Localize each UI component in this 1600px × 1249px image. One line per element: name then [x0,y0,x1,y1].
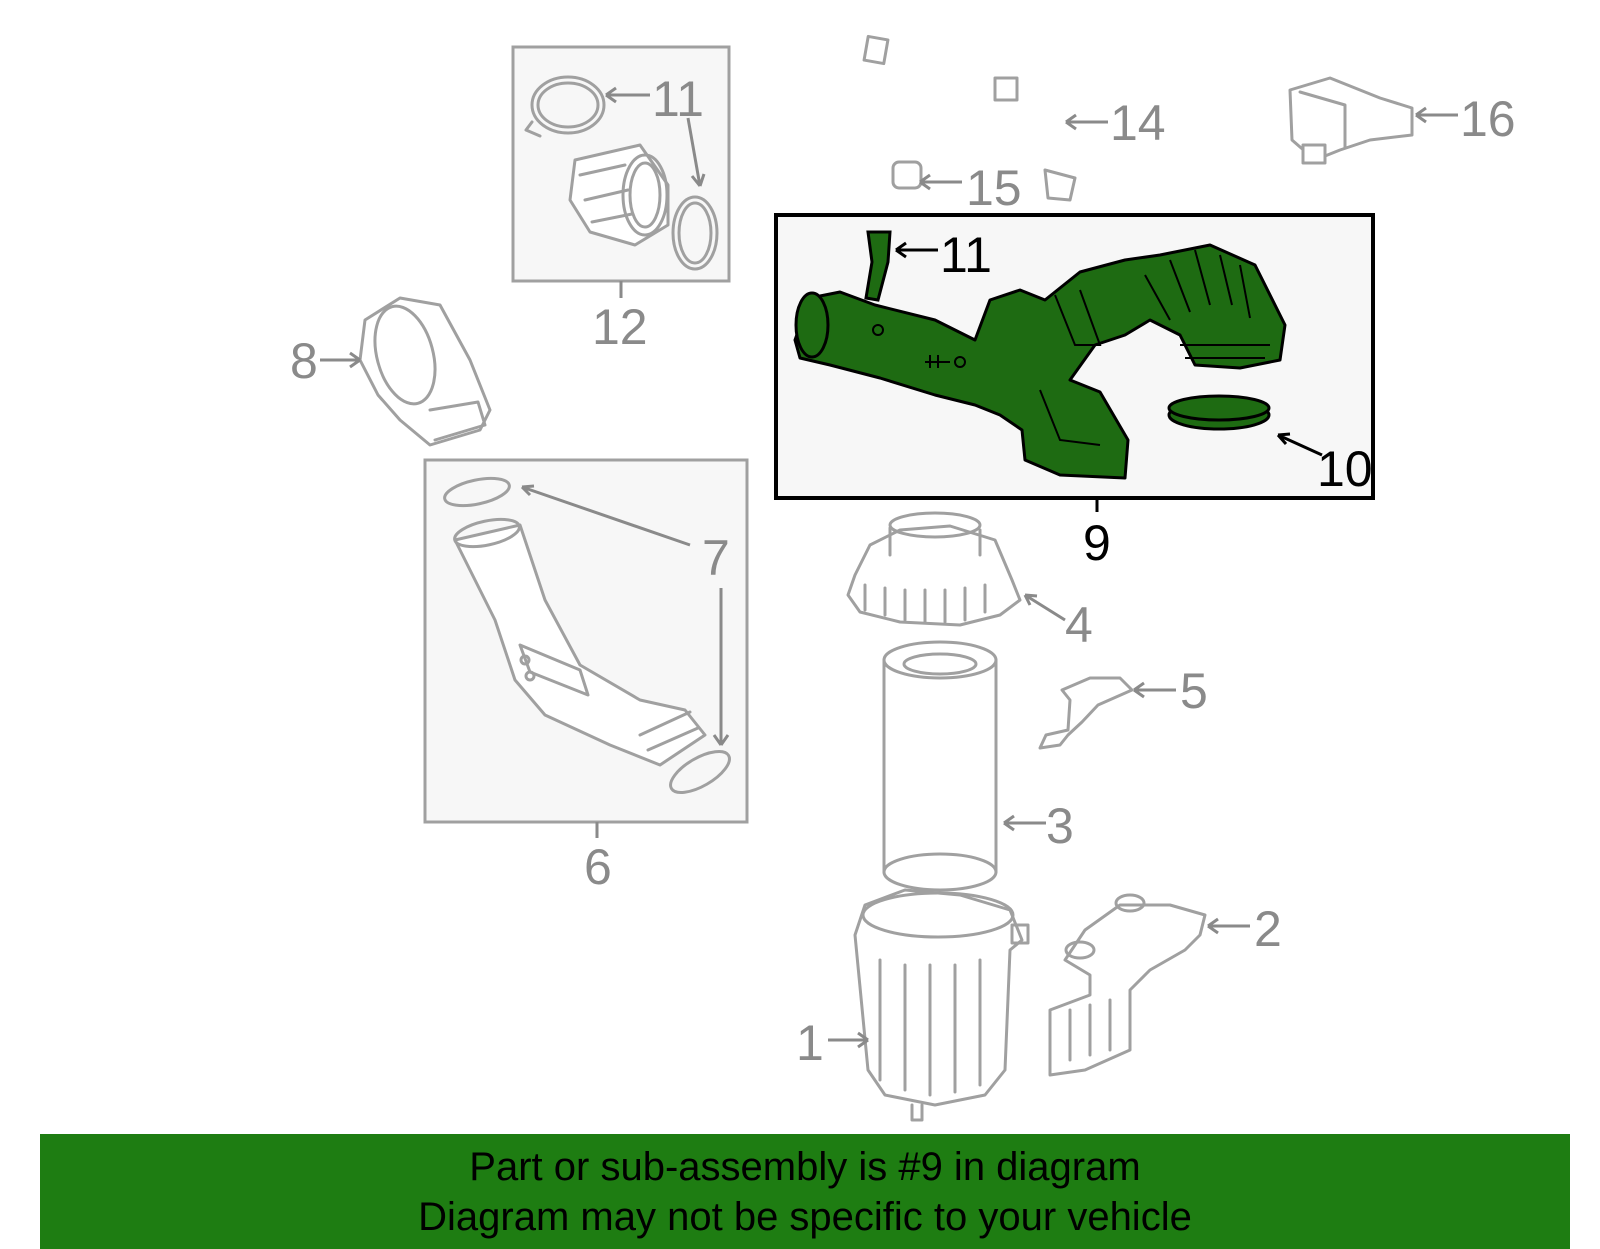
notice-banner: Part or sub-assembly is #9 in diagram Di… [40,1134,1570,1249]
callout-1: 1 [796,1015,869,1071]
callout-label-15: 15 [966,160,1022,216]
part-11-sensor [864,230,892,302]
part-7-clamp [443,476,731,794]
part-9-air-intake-duct [793,243,1287,480]
part-4-cleaner-cover [846,511,1022,627]
callout-label-13: 11 [652,71,704,127]
part-10-clamp [1167,394,1271,431]
callout-label-6: 6 [584,839,612,895]
callout-4: 4 [1023,593,1093,653]
callout-11: 11 11 [895,227,992,283]
part-8-resonator [358,296,492,447]
callout-10: 10 [1276,432,1373,497]
part-1-cleaner-housing [853,888,1030,1122]
callout-15: 15 [919,160,1022,216]
callout-label-5: 5 [1180,663,1208,719]
part-6-intake-duct [453,517,707,767]
part-15-clip [891,160,923,190]
callout-label-1: 1 [796,1015,824,1071]
callout-13: 11 [605,71,706,187]
callout-label-4: 4 [1065,597,1093,653]
group-box-6 [423,458,749,838]
part-2-mounting-bracket [1048,893,1207,1077]
callout-7: 7 [520,484,730,746]
callout-label-11-text: 11 [940,227,992,283]
callout-label-16: 16 [1460,91,1516,147]
callout-label-2: 2 [1254,901,1282,957]
callout-2: 2 [1207,901,1282,957]
callout-label-12: 12 [592,299,648,355]
callout-label-8: 8 [290,333,318,389]
callout-label-9: 9 [1083,515,1111,571]
callout-label-14: 14 [1110,95,1166,151]
banner-line-1: Part or sub-assembly is #9 in diagram [469,1144,1141,1189]
part-16-pressure-sensor [1288,76,1414,165]
callout-3: 3 [1003,798,1074,854]
callout-label-10: 10 [1317,441,1373,497]
callout-label-3: 3 [1046,798,1074,854]
callout-14: 14 [1065,95,1166,151]
part-5-bracket [1038,676,1134,750]
part-12-airflow-housing [568,143,670,247]
part-13-clamp [524,75,719,271]
callout-5: 5 [1133,663,1208,719]
callout-label-7: 7 [702,530,730,586]
banner-line-2: Diagram may not be specific to your vehi… [418,1194,1192,1239]
callout-8: 8 [290,333,361,389]
part-3-filter-element [882,640,998,892]
callout-16: 16 [1415,91,1516,147]
part-14-breather-hose [818,34,1077,202]
